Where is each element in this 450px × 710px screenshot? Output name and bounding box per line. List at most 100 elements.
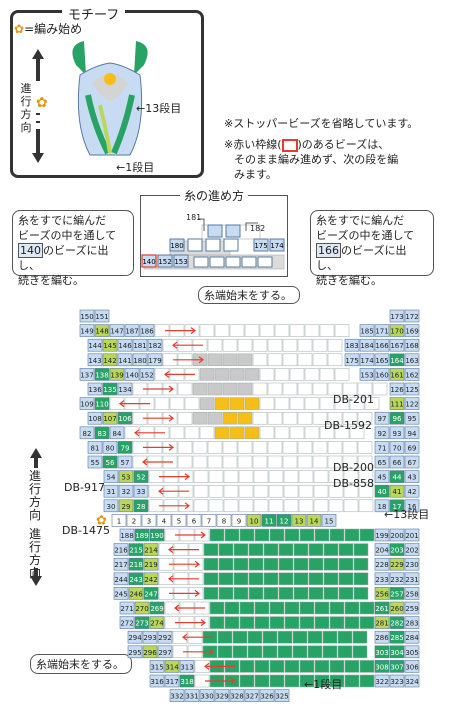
bead: 172 bbox=[404, 309, 420, 323]
bead: 15 bbox=[321, 514, 337, 527]
bead-number: 92 bbox=[378, 430, 387, 438]
bead-number: 83 bbox=[98, 430, 107, 438]
direction-arrow-icon bbox=[32, 49, 44, 163]
bead-number: 137 bbox=[80, 371, 93, 379]
bead: 44 bbox=[389, 470, 405, 483]
bead-number: 217 bbox=[114, 561, 127, 569]
bead: 246 bbox=[128, 587, 144, 600]
thread-path-title: 糸の進め方 bbox=[180, 187, 249, 204]
bead-number: 214 bbox=[144, 547, 158, 555]
bead-number: 313 bbox=[180, 663, 193, 671]
bead: 317 bbox=[164, 674, 180, 688]
bead-number: 327 bbox=[245, 693, 258, 701]
bead-number: 285 bbox=[390, 634, 403, 642]
bead-number: 146 bbox=[118, 342, 132, 350]
bead: 295 bbox=[127, 645, 143, 659]
bead-number: 186 bbox=[140, 328, 154, 336]
bead-number: 324 bbox=[405, 678, 419, 686]
bead: 146 bbox=[117, 338, 133, 352]
direction-arrow-icon bbox=[175, 619, 206, 627]
bead-number: 175 bbox=[345, 357, 358, 365]
bead: 315 bbox=[149, 660, 165, 673]
bead: 150 bbox=[79, 309, 95, 323]
bead: 294 bbox=[127, 630, 143, 644]
bead-number: 139 bbox=[110, 371, 123, 379]
direction-arrow-icon bbox=[134, 429, 165, 437]
bead: 203 bbox=[389, 543, 405, 556]
bead: 126 bbox=[389, 382, 405, 396]
bubble-top-end: 糸端始末をする。 bbox=[198, 286, 300, 304]
bead-number: 55 bbox=[91, 459, 100, 467]
bead-number: 281 bbox=[375, 620, 388, 628]
bead: 283 bbox=[404, 616, 420, 629]
bead-number: 18 bbox=[378, 503, 387, 511]
bead-number: 259 bbox=[405, 605, 418, 613]
bead-number: 331 bbox=[185, 693, 198, 701]
direction-arrow-icon bbox=[142, 458, 173, 466]
bead-number: 296 bbox=[143, 649, 157, 657]
bead-number: 4 bbox=[162, 517, 167, 525]
direction-arrow-icon bbox=[175, 531, 206, 539]
legend: ✿=編み始め bbox=[14, 20, 82, 37]
bead: 79 bbox=[117, 441, 133, 454]
bead-number: 325 bbox=[275, 693, 288, 701]
bead: 257 bbox=[389, 587, 405, 600]
bead-number: 14 bbox=[310, 517, 319, 525]
bead: 1 bbox=[111, 514, 127, 527]
bead-number: 2 bbox=[132, 517, 136, 525]
motif-thumbnail: ✿ bbox=[32, 41, 148, 163]
direction-arrow-icon bbox=[159, 502, 190, 510]
bead-number: 244 bbox=[114, 576, 128, 584]
bead-gap bbox=[132, 411, 373, 425]
bead: 136 bbox=[87, 382, 103, 396]
bead: 66 bbox=[389, 455, 405, 469]
bead-number: 172 bbox=[405, 313, 418, 321]
bead-number: 82 bbox=[83, 430, 92, 438]
bead-number: 80 bbox=[106, 444, 115, 452]
path-arrow-icon bbox=[198, 218, 258, 231]
bead-number: 323 bbox=[390, 678, 403, 686]
bead: 214 bbox=[143, 543, 159, 556]
bead-number: 203 bbox=[390, 547, 403, 555]
bead: 10 bbox=[246, 514, 262, 527]
bead: 151 bbox=[94, 309, 110, 323]
bead: 161 bbox=[389, 368, 405, 381]
bubble-bottom-end: 糸端始末をする。 bbox=[30, 654, 132, 674]
bead: 261 bbox=[374, 601, 390, 615]
bead-number: 247 bbox=[144, 590, 157, 598]
bead-number: 273 bbox=[135, 620, 148, 628]
bead: 167 bbox=[389, 338, 405, 352]
bead: 272 bbox=[119, 616, 135, 629]
bead: 41 bbox=[389, 484, 405, 498]
bead: 17 bbox=[389, 499, 405, 513]
bead: 316 bbox=[149, 674, 165, 688]
label-db858: DB-858 bbox=[333, 477, 374, 490]
bead: 274 bbox=[149, 616, 165, 629]
bead-gap bbox=[194, 674, 375, 688]
bead: 303 bbox=[374, 645, 390, 659]
bead-gap bbox=[148, 470, 374, 483]
bead-number: 136 bbox=[88, 386, 102, 394]
bead: 80 bbox=[102, 441, 118, 454]
bead-number: 149 bbox=[80, 328, 93, 336]
bead-number: 188 bbox=[120, 532, 133, 540]
bead-number: 65 bbox=[378, 459, 387, 467]
bead-number: 306 bbox=[405, 663, 419, 671]
bead: 186 bbox=[139, 324, 155, 337]
direction-arrow-icon bbox=[183, 648, 214, 656]
bead: 187 bbox=[124, 324, 140, 337]
bead: 232 bbox=[389, 572, 405, 586]
direction-arrow-icon bbox=[173, 356, 204, 364]
bead-number: 12 bbox=[280, 517, 289, 525]
bead-number: 143 bbox=[88, 357, 101, 365]
bead: 67 bbox=[404, 455, 420, 469]
bead-number: 53 bbox=[122, 474, 131, 482]
bead-gap bbox=[158, 557, 369, 571]
bead: 33 bbox=[133, 484, 149, 498]
bead-number: 295 bbox=[128, 649, 141, 657]
bead-gap bbox=[109, 397, 380, 410]
bead: 16 bbox=[404, 499, 420, 513]
bead-number: 170 bbox=[390, 328, 403, 336]
bead-number: 30 bbox=[107, 503, 116, 511]
